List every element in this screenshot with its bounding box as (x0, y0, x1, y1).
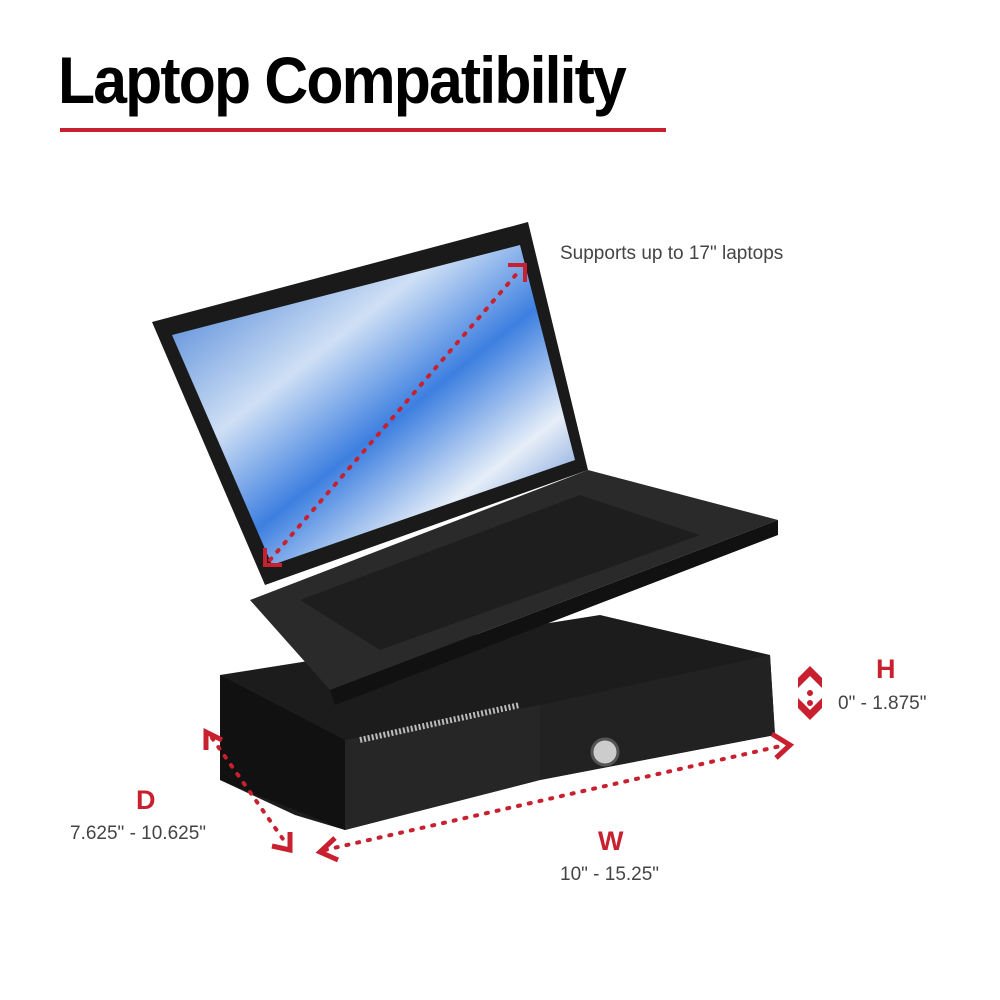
height-letter: H (876, 654, 896, 684)
width-letter: W (598, 826, 624, 856)
depth-range: 7.625" - 10.625" (70, 823, 207, 844)
title-underline (60, 128, 666, 132)
page-title: Laptop Compatibility (58, 43, 627, 117)
depth-letter: D (136, 785, 156, 815)
lock-icon (590, 737, 620, 767)
screen-size-label: Supports up to 17" laptops (560, 243, 784, 264)
width-range: 10" - 15.25" (560, 864, 660, 885)
height-range: 0" - 1.875" (838, 693, 927, 714)
laptop (152, 222, 778, 705)
depth-arrow (203, 727, 293, 854)
screen-diagonal-arrow (263, 263, 527, 567)
height-arrow-icon (798, 666, 822, 720)
width-arrow (315, 731, 795, 863)
